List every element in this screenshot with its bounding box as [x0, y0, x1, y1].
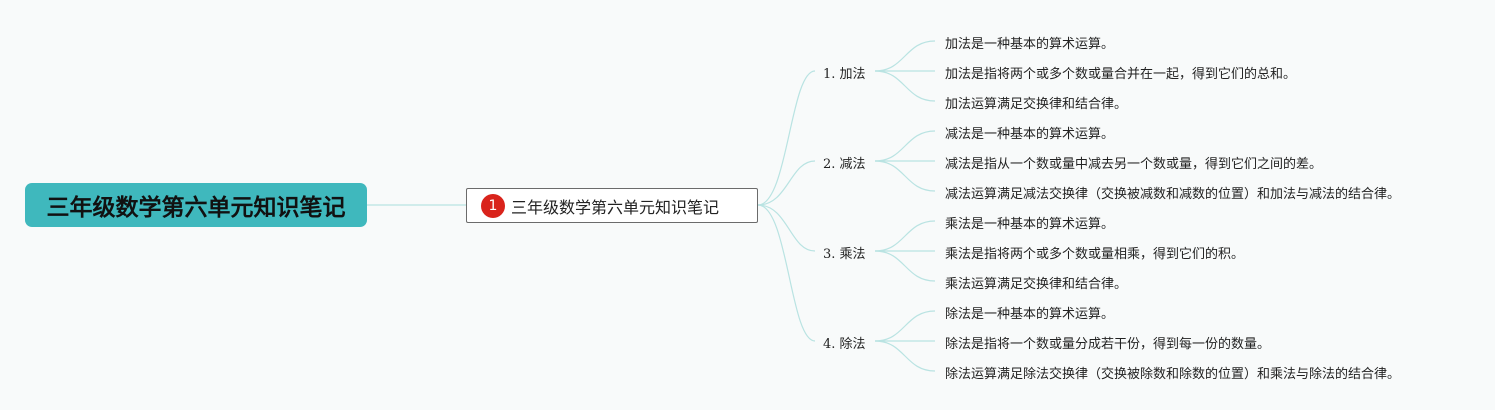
leaf-node[interactable]: 减法是一种基本的算术运算。	[945, 127, 1115, 142]
leaf-node[interactable]: 加法是一种基本的算术运算。	[945, 37, 1115, 52]
topic-node[interactable]: 4. 除法	[823, 337, 866, 352]
leaf-connector	[874, 220, 936, 252]
subtopic-node-label: 三年级数学第六单元知识笔记	[511, 197, 720, 217]
root-node[interactable]: 三年级数学第六单元知识笔记	[25, 183, 367, 227]
leaf-node[interactable]: 乘法是一种基本的算术运算。	[945, 217, 1115, 232]
leaf-node[interactable]: 乘法是指将两个或多个数或量相乘，得到它们的积。	[945, 247, 1245, 262]
leaf-connector	[874, 40, 936, 72]
leaf-connector	[874, 70, 936, 102]
leaf-node[interactable]: 除法是一种基本的算术运算。	[945, 307, 1115, 322]
leaf-connector	[874, 250, 936, 282]
leaf-node[interactable]: 除法是指将一个数或量分成若干份，得到每一份的数量。	[945, 337, 1271, 352]
topic-connector	[757, 204, 816, 342]
topic-connector	[757, 204, 816, 252]
topic-connector	[757, 70, 816, 206]
leaf-node[interactable]: 加法运算满足交换律和结合律。	[945, 97, 1128, 112]
topic-node[interactable]: 2. 减法	[823, 157, 866, 172]
leaf-node[interactable]: 减法是指从一个数或量中减去另一个数或量，得到它们之间的差。	[945, 157, 1323, 172]
topic-node[interactable]: 1. 加法	[823, 67, 866, 82]
leaf-node[interactable]: 减法运算满足减法交换律（交换被减数和减数的位置）和加法与减法的结合律。	[945, 187, 1401, 202]
leaf-connector	[874, 340, 936, 372]
leaf-node[interactable]: 加法是指将两个或多个数或量合并在一起，得到它们的总和。	[945, 67, 1297, 82]
topic-connector	[757, 160, 816, 206]
priority-badge-icon: 1	[481, 193, 505, 218]
leaf-connector	[874, 130, 936, 162]
leaf-connector	[874, 160, 936, 192]
leaf-connector	[874, 310, 936, 342]
leaf-node[interactable]: 除法运算满足除法交换律（交换被除数和除数的位置）和乘法与除法的结合律。	[945, 367, 1401, 382]
topic-node[interactable]: 3. 乘法	[823, 247, 866, 262]
leaf-node[interactable]: 乘法运算满足交换律和结合律。	[945, 277, 1128, 292]
root-node-label: 三年级数学第六单元知识笔记	[46, 195, 346, 221]
subtopic-node[interactable]: 1 三年级数学第六单元知识笔记	[466, 188, 758, 223]
